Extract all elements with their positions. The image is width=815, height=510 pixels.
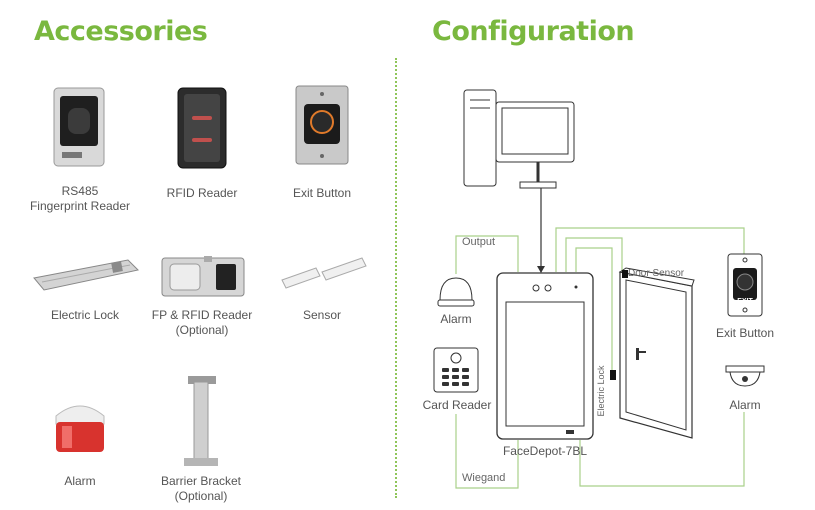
wiegand-wire	[455, 414, 519, 489]
alarm-right-wire	[579, 412, 745, 487]
output-wire	[455, 235, 519, 274]
accessory-caption-alarm: Alarm	[64, 474, 96, 488]
door-sensor-label: Door Sensor	[628, 268, 685, 279]
accessory-caption-electric-lock: Electric Lock	[50, 308, 120, 322]
accessory-caption-sensor: Sensor	[302, 308, 342, 322]
fingerprint-reader-icon	[53, 87, 105, 167]
output-label: Output	[462, 236, 496, 248]
card-reader-icon	[433, 347, 479, 393]
alarm-right-label: Alarm	[729, 398, 761, 412]
electric-lock-icon	[33, 259, 140, 291]
card-reader-label: Card Reader	[422, 398, 492, 412]
fp-rfid-reader-icon	[161, 256, 245, 297]
alarm-left-label: Alarm	[440, 312, 472, 326]
exit-button-wire	[555, 227, 745, 272]
exit-button-text: EXIT	[737, 298, 753, 305]
wiegand-label: Wiegand	[462, 472, 506, 484]
alarm-siren-icon	[55, 405, 105, 452]
pc-link-arrow	[537, 266, 545, 273]
alarm-left-icon	[437, 277, 475, 307]
exit-button-config-label: Exit Button	[715, 326, 775, 340]
configuration-heading: Configuration	[432, 16, 635, 47]
door-icon	[610, 267, 695, 439]
accessories-heading: Accessories	[34, 16, 208, 47]
accessory-caption-fingerprint: RS485 Fingerprint Reader	[29, 184, 131, 213]
accessory-caption-barrier-bracket: Barrier Bracket (Optional)	[160, 474, 242, 503]
electric-lock-label: Electric Lock	[596, 365, 606, 417]
accessory-caption-fp-rfid: FP & RFID Reader (Optional)	[151, 308, 253, 337]
door-sensor-icon	[281, 257, 367, 289]
accessory-caption-rfid: RFID Reader	[166, 186, 238, 200]
device-name-label: FaceDepot-7BL	[502, 444, 588, 458]
computer-icon	[463, 89, 575, 189]
alarm-right-icon	[725, 365, 765, 387]
accessory-caption-exit-button: Exit Button	[292, 186, 352, 200]
barrier-bracket-icon	[184, 376, 218, 466]
facedepot-device-icon	[496, 272, 594, 440]
rfid-reader-icon	[177, 87, 227, 169]
exit-button-icon	[295, 85, 349, 165]
electric-lock-wire	[575, 247, 613, 372]
door-sensor-wire	[565, 237, 623, 276]
exit-button-config-icon	[727, 253, 763, 317]
section-divider	[395, 58, 397, 498]
